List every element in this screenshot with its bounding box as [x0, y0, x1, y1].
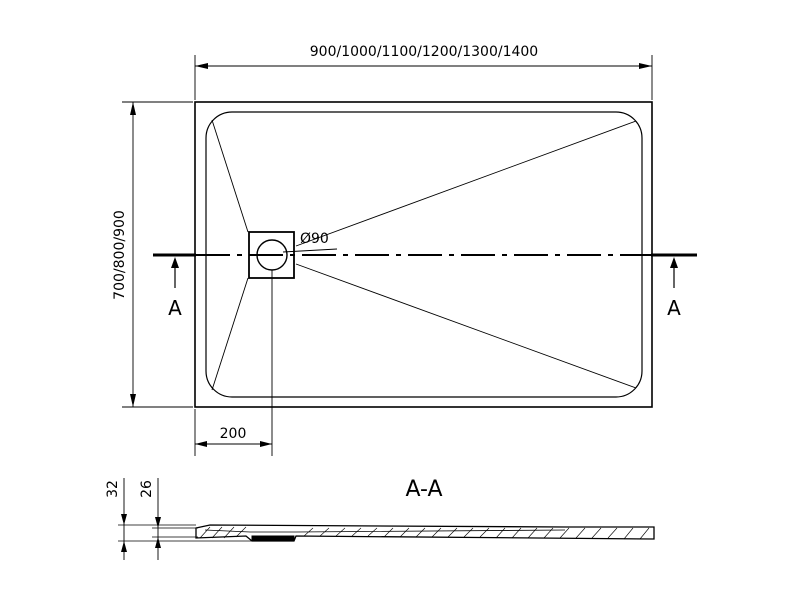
drain-leader [282, 248, 338, 253]
drain-diameter-label: Ø90 [300, 231, 329, 247]
section-marker-right: A [667, 296, 681, 320]
drain-offset-label: 200 [220, 426, 247, 442]
section-view [118, 478, 655, 560]
plan-view [153, 101, 697, 408]
section-profile [195, 524, 655, 542]
width-dimension-label: 900/1000/1100/1200/1300/1400 [310, 44, 538, 60]
section-arrowhead-left [171, 257, 179, 268]
section-arrowhead-right [670, 257, 678, 268]
section-marker-left: A [168, 296, 182, 320]
section-drain [251, 535, 295, 542]
slope-lines [211, 119, 637, 391]
dimensions [122, 55, 653, 456]
thickness-edge-label: 26 [139, 480, 155, 498]
height-dimension-label: 700/800/900 [112, 210, 128, 300]
section-title: A-A [405, 477, 442, 502]
section-hatching [199, 526, 650, 540]
thickness-total-label: 32 [105, 480, 121, 498]
